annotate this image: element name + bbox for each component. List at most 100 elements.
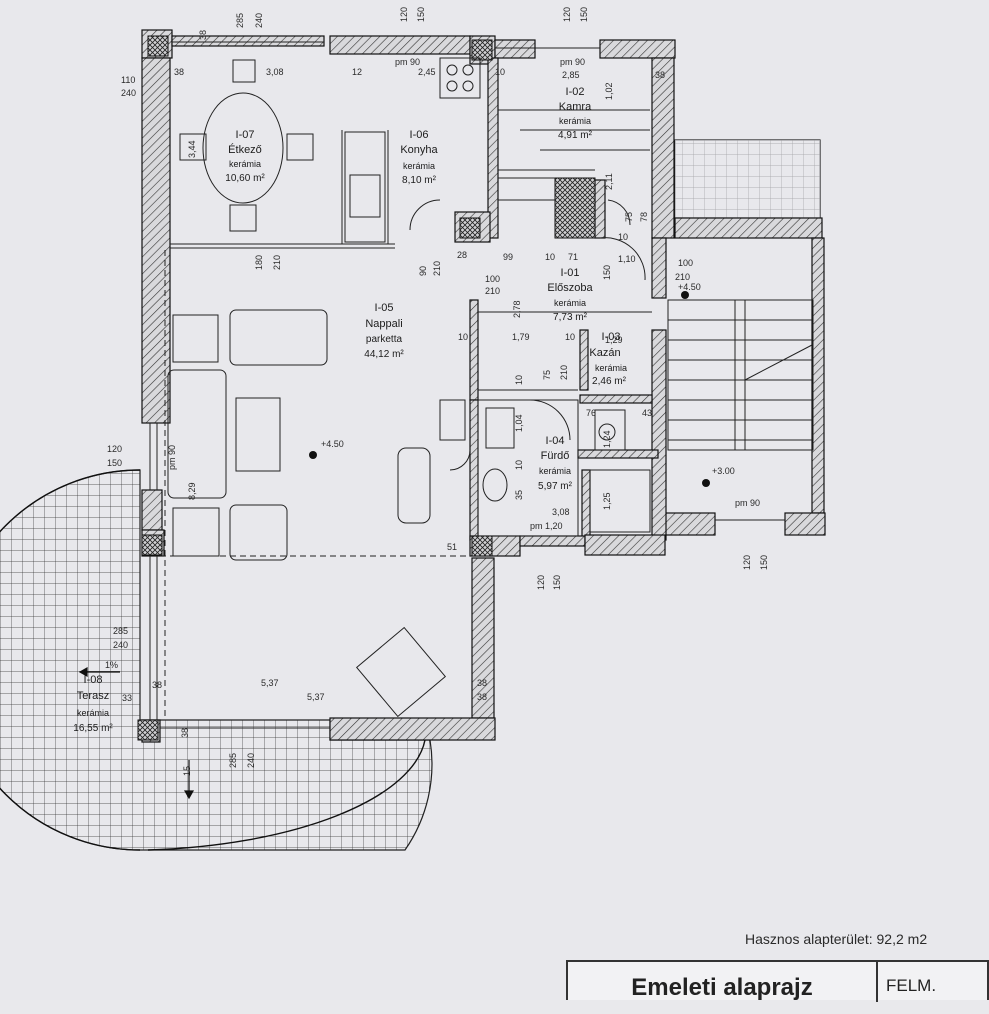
room-label-eloszoba: I-01 Előszoba kerámia 7,73 m² [547,267,593,323]
drawing-subtitle: FELM. [886,976,937,995]
plan-label: 10 [514,460,524,470]
plan-label: 120 [562,7,572,22]
plan-label: 71 [568,252,578,262]
plan-label: 150 [579,7,589,22]
title-block: Emeleti alaprajz FELM. [566,960,989,1002]
plan-label: Konyha [400,144,438,156]
plan-label: Fürdő [541,450,570,462]
plan-label: I-03 [602,331,621,343]
plan-label: 2,45 [418,67,436,77]
plan-label: Terasz [77,690,109,702]
dimension-labels: 285 240 120 150 120 150 110 240 38 38 3,… [105,7,769,776]
plan-label: 28 [457,250,467,260]
plan-label: 16,55 m² [73,723,113,734]
plan-label: kerámia [554,298,586,308]
plan-label: kerámia [77,708,109,718]
plan-label: 1,29 [605,335,623,345]
plan-label: 1,79 [512,332,530,342]
plan-label: 1% [105,660,118,670]
plan-label: Étkező [228,143,262,156]
plan-label: 210 [675,272,690,282]
plan-label: 5,97 m² [538,481,573,492]
plan-label: 150 [552,575,562,590]
room-label-etkezo: I-07 Étkező kerámia 10,60 m² [225,129,265,184]
plan-label: kerámia [595,363,627,373]
plan-label: 2,78 [512,300,522,318]
plan-label: 210 [432,261,442,276]
plan-label: 33 [122,693,132,703]
plan-label: 240 [113,640,128,650]
plan-label: kerámia [539,466,571,476]
plan-label: 12 [352,67,362,77]
plan-label: 210 [485,286,500,296]
plan-label: pm 90 [167,445,177,470]
plan-label: 5,37 [261,678,279,688]
plan-label: 35 [514,490,524,500]
plan-label: I-02 [566,86,585,98]
plan-label: 1,10 [618,254,636,264]
columns [137,35,596,741]
plan-label: 120 [107,444,122,454]
plan-label: 240 [246,753,256,768]
plan-label: 38 [477,692,487,702]
room-label-kazan: I-03 Kazán kerámia 2,46 m² [589,331,627,387]
plan-label: 10 [458,332,468,342]
plan-label: 2,11 [604,173,614,190]
room-label-terasz: I-08 Terasz kerámia 16,55 m² [73,674,113,734]
plan-label: pm 90 [395,57,420,67]
plan-label: I-01 [561,267,580,279]
plan-label: 10,60 m² [225,173,265,184]
plan-label: 5,37 [307,692,325,702]
plan-label: 38 [152,680,162,690]
drawing-title: Emeleti alaprajz [568,962,878,1002]
plan-label: 99 [503,252,513,262]
plan-label: 7,73 m² [553,312,588,323]
plan-label: 10 [514,375,524,385]
plan-label: 1,25 [602,492,612,510]
plan-label: 3,08 [266,67,284,77]
plan-label: pm 90 [560,57,585,67]
plan-label: 1,02 [604,82,614,100]
plan-label: 10 [618,232,628,242]
plan-label: 44,12 m² [364,349,404,360]
plan-label: 1,04 [514,414,524,432]
plan-label: 150 [759,555,769,570]
plan-label: 120 [399,7,409,22]
plan-label: 38 [477,678,487,688]
plan-label: I-08 [84,674,103,686]
plan-label: 2,46 m² [592,376,627,387]
plan-label: I-05 [375,302,394,314]
plan-label: 3,08 [552,507,570,517]
plan-label: 285 [228,753,238,768]
plan-label: 210 [272,255,282,270]
plan-label: 38 [174,67,184,77]
plan-label: kerámia [403,161,435,171]
plan-label: 38 [198,30,208,40]
room-labels: I-07 Étkező kerámia 10,60 m² I-06 Konyha… [73,86,627,734]
plan-label: 3,44 [187,140,197,158]
plan-label: 76 [586,408,596,418]
terrace-area [0,469,433,851]
plan-label: kerámia [229,159,261,169]
plan-label: Kazán [589,347,620,359]
plan-label: 150 [602,265,612,280]
plan-label: 8,10 m² [402,175,437,186]
plan-label: +3.00 [712,466,735,476]
plan-label: 2,85 [562,70,580,80]
plan-label: 38 [180,728,190,738]
room-label-furdo: I-04 Fürdő kerámia 5,97 m² [538,435,573,492]
room-label-nappali: I-05 Nappali parketta 44,12 m² [364,302,404,360]
plan-label: 240 [254,13,264,28]
balcony [674,139,821,219]
plan-label: 8,29 [187,482,197,500]
plan-label: 240 [121,88,136,98]
plan-label: 10 [495,67,505,77]
plan-label: 15 [182,766,192,776]
plan-label: 285 [235,13,245,28]
plan-label: +4.50 [678,282,701,292]
plan-label: 75 [542,370,552,380]
plan-label: 100 [485,274,500,284]
plan-label: 10 [565,332,575,342]
plan-label: 1,24 [602,430,612,448]
plan-label: parketta [366,334,403,345]
